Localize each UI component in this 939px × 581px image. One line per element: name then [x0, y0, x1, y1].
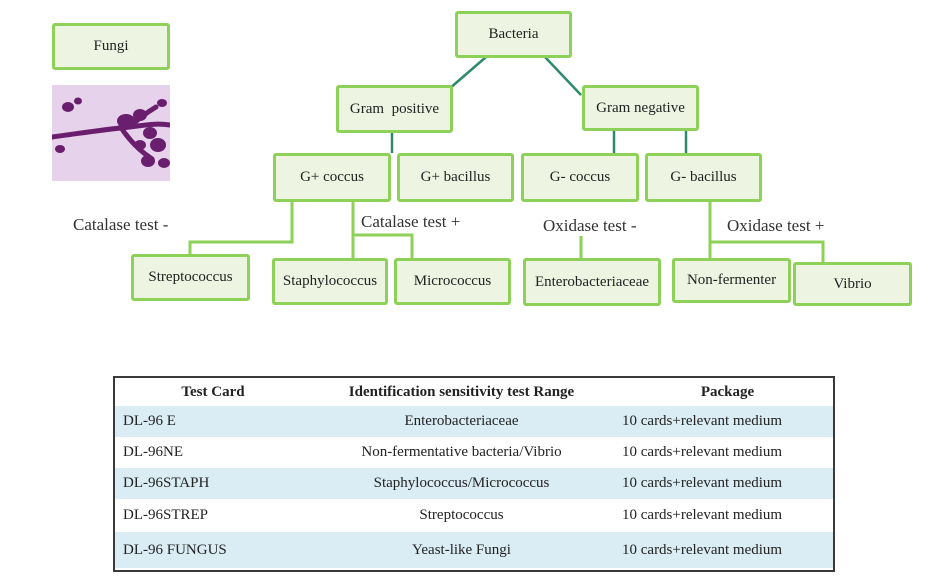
cell-range: Yeast-like Fungi	[311, 532, 612, 568]
label-oxidase-negative: Oxidase test -	[543, 216, 637, 235]
cell-test-card: DL-96NE	[123, 444, 183, 460]
node-gram-negative: Gram negative	[582, 85, 699, 131]
node-fungi: Fungi	[52, 23, 170, 70]
fungi-micrograph	[52, 85, 170, 181]
node-gplus-bacillus: G+ bacillus	[397, 153, 514, 202]
node-micrococcus-label: Micrococcus	[413, 273, 492, 289]
node-gminus-coccus-label: G- coccus	[549, 169, 611, 185]
cell-package: 10 cards+relevant medium	[612, 468, 833, 499]
table-row: DL-96NE Non-fermentative bacteria/Vibrio…	[115, 437, 833, 468]
connector-gpc-micro	[353, 233, 414, 258]
node-vibrio-label: Vibrio	[833, 275, 872, 292]
node-gram-negative-label: Gram negative	[596, 99, 685, 116]
fungi-micrograph-image	[52, 85, 170, 181]
connector-bacteria-gramneg	[544, 56, 582, 96]
cell-test-card: DL-96STAPH	[115, 468, 311, 499]
node-vibrio: Vibrio	[793, 262, 912, 306]
label-catalase-positive: Catalase test +	[361, 212, 461, 231]
cell-range: Staphylococcus/Micrococcus	[311, 468, 612, 499]
node-gplus-coccus-label: G+ coccus	[300, 169, 364, 185]
test-card-table-grid: Test Card Identification sensitivity tes…	[115, 378, 833, 568]
node-staphylococcus-label: Staphylococcus	[282, 273, 378, 289]
cell-range: Non-fermentative bacteria/Vibrio	[361, 444, 562, 460]
node-gplus-bacillus-label: G+ bacillus	[420, 169, 491, 185]
node-streptococcus-label: Streptococcus	[148, 269, 233, 285]
connector-bacteria-grampos	[448, 56, 487, 90]
header-identification-range: Identification sensitivity test Range	[348, 383, 575, 400]
node-enterobacteriaceae: Enterobacteriaceae	[523, 258, 661, 306]
label-catalase-negative: Catalase test -	[73, 215, 169, 234]
cell-package: 10 cards+relevant medium	[612, 406, 833, 437]
node-non-fermenter: Non-fermenter	[672, 258, 791, 303]
cell-package: 10 cards+relevant medium	[622, 507, 783, 523]
node-bacteria-label: Bacteria	[488, 26, 539, 42]
header-package: Package	[700, 383, 755, 400]
node-gminus-bacillus: G- bacillus	[645, 153, 762, 202]
connector-gpc-strep	[188, 202, 294, 254]
table-header-row: Test Card Identification sensitivity tes…	[115, 378, 833, 406]
node-micrococcus: Micrococcus	[394, 258, 511, 305]
node-gplus-coccus: G+ coccus	[273, 153, 391, 202]
node-gminus-coccus: G- coccus	[521, 153, 639, 202]
node-gram-positive-label: Gram positive	[349, 100, 440, 117]
node-enterobacteriaceae-label: Enterobacteriaceae	[534, 273, 650, 290]
node-staphylococcus: Staphylococcus	[272, 258, 388, 305]
cell-package: 10 cards+relevant medium	[622, 444, 783, 460]
node-gminus-bacillus-label: G- bacillus	[670, 169, 737, 185]
table-row: DL-96 FUNGUS Yeast-like Fungi 10 cards+r…	[115, 532, 833, 568]
cell-test-card: DL-96 E	[115, 406, 311, 437]
table-row: DL-96 E Enterobacteriaceae 10 cards+rele…	[115, 406, 833, 437]
cell-range: Streptococcus	[419, 507, 504, 523]
cell-test-card: DL-96 FUNGUS	[115, 532, 311, 568]
table-row: DL-96STAPH Staphylococcus/Micrococcus 10…	[115, 468, 833, 499]
node-bacteria: Bacteria	[455, 11, 572, 58]
connector-gnb-vibrio	[710, 240, 825, 262]
table-row: DL-96STREP Streptococcus 10 cards+releva…	[115, 499, 833, 532]
cell-range: Enterobacteriaceae	[311, 406, 612, 437]
header-test-card: Test Card	[181, 383, 245, 400]
test-card-table: Test Card Identification sensitivity tes…	[113, 376, 835, 572]
node-fungi-label: Fungi	[93, 38, 129, 54]
node-streptococcus: Streptococcus	[131, 254, 250, 301]
node-gram-positive: Gram positive	[336, 85, 453, 133]
label-oxidase-positive: Oxidase test +	[727, 216, 825, 235]
cell-test-card: DL-96STREP	[123, 507, 209, 523]
cell-package: 10 cards+relevant medium	[612, 532, 833, 568]
node-non-fermenter-label: Non-fermenter	[686, 272, 777, 288]
